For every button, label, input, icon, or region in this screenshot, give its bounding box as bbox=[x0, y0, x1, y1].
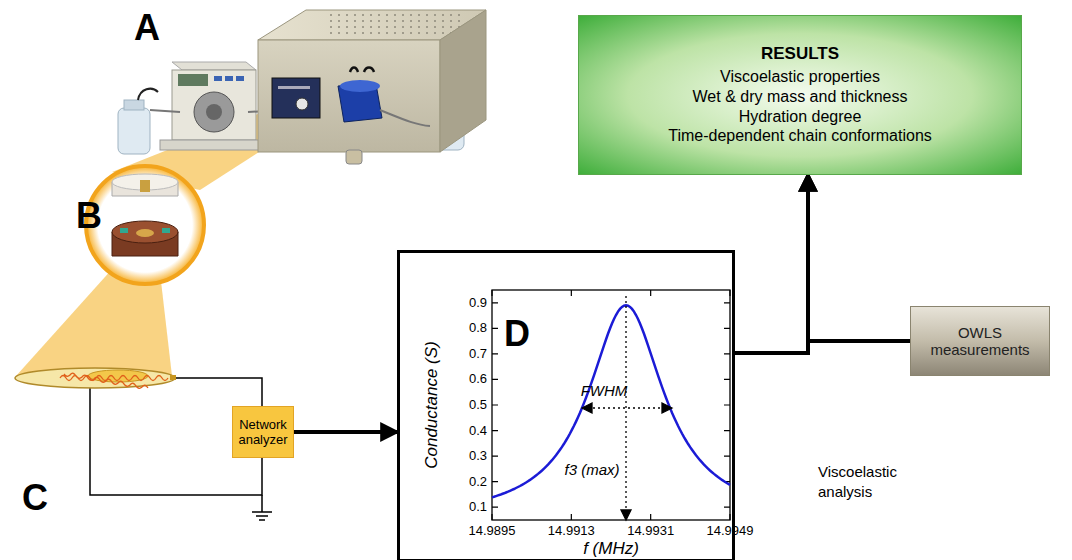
panel-letter: B bbox=[76, 196, 102, 236]
polymer-chains bbox=[60, 373, 168, 388]
panel-letter: C bbox=[22, 478, 48, 518]
measurement-box: OWLS measurements bbox=[910, 306, 1050, 376]
heading: RESULTS bbox=[761, 44, 839, 64]
annotation: f3 (max) bbox=[564, 462, 619, 479]
node-text: Hydration degree bbox=[739, 107, 862, 127]
node-text: Time-dependent chain conformations bbox=[668, 126, 932, 146]
node-text: Viscoelastic properties bbox=[720, 67, 880, 87]
tick-label: 0.9 bbox=[469, 296, 487, 310]
connector bbox=[808, 175, 910, 341]
plot-ticks bbox=[492, 290, 730, 520]
instrument-box: Network analyzer bbox=[232, 406, 294, 458]
connector bbox=[294, 430, 397, 434]
bottle bbox=[118, 89, 158, 154]
tick-label: 0.5 bbox=[469, 398, 487, 412]
plot-annotations bbox=[582, 296, 672, 520]
node-text: Network analyzer bbox=[236, 417, 290, 447]
edge-label: Viscoelastic analysis bbox=[818, 462, 898, 501]
quartz-sensor bbox=[15, 368, 176, 388]
tick-label: 14.9949 bbox=[707, 524, 754, 538]
plot-axes bbox=[492, 290, 730, 520]
panel-letter: A bbox=[134, 8, 160, 48]
tick-label: 0.1 bbox=[469, 500, 487, 514]
tick-marks bbox=[492, 290, 730, 520]
axis-title: f (MHz) bbox=[583, 540, 639, 559]
tick-label: 0.4 bbox=[469, 423, 487, 437]
tick-label: 0.8 bbox=[469, 321, 487, 335]
tick-label: 0.2 bbox=[469, 475, 487, 489]
tick-label: 0.7 bbox=[469, 347, 487, 361]
tick-label: 0.6 bbox=[469, 372, 487, 386]
flow-module-zoom bbox=[86, 166, 204, 284]
tick-label: 0.3 bbox=[469, 449, 487, 463]
node-text: OWLS measurements bbox=[911, 324, 1049, 358]
qcm-instrument bbox=[258, 10, 486, 164]
conductance-curve bbox=[492, 305, 730, 497]
panel-letter: D bbox=[504, 313, 530, 355]
tick-label: 14.9895 bbox=[469, 524, 516, 538]
results-box: RESULTS Viscoelastic propertiesWet & dry … bbox=[578, 15, 1022, 175]
axis-title: Conductance (S) bbox=[423, 341, 442, 469]
tick-label: 14.9913 bbox=[548, 524, 595, 538]
annotation: FWHM bbox=[581, 383, 628, 400]
chart-panel: D bbox=[397, 250, 735, 560]
node-text: Wet & dry mass and thickness bbox=[693, 87, 908, 107]
tick-label: 14.9931 bbox=[627, 524, 674, 538]
connector bbox=[735, 175, 808, 353]
